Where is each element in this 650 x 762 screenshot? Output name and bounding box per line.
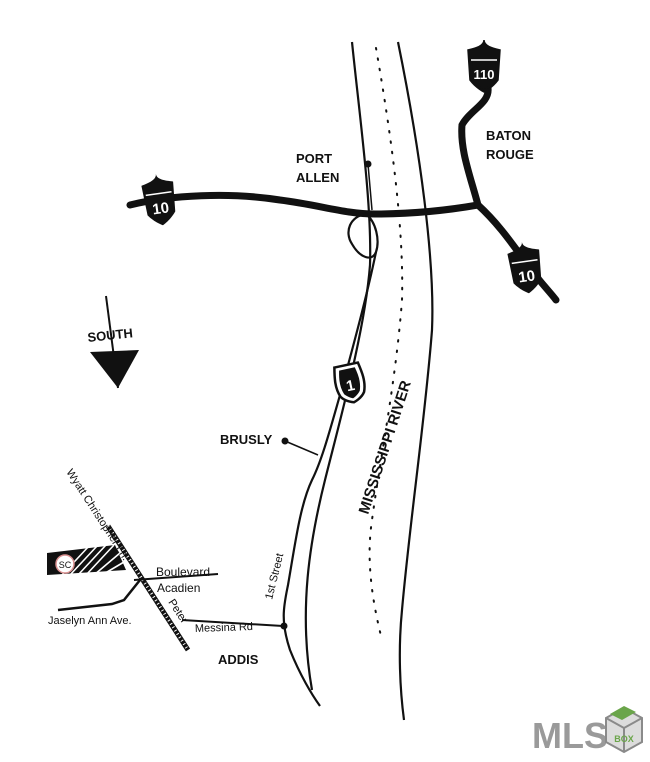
- railroad-ties: [106, 525, 190, 651]
- subdivision-badge-text: SC: [59, 560, 72, 570]
- boulevard-label: Boulevard: [156, 565, 210, 579]
- first-street-label: 1st Street: [263, 552, 286, 601]
- logo-mls-text: MLS: [532, 715, 608, 756]
- interstate-10-road: [126, 191, 482, 218]
- jaselyn-ann-ave-line: [57, 579, 141, 612]
- logo-box-letters: BOX: [614, 734, 634, 744]
- port-allen-leader: [367, 163, 373, 211]
- river-label: MISSISSIPPI RIVER: [356, 378, 415, 516]
- compass-arrow-icon: [90, 350, 139, 388]
- addis-label: ADDIS: [218, 652, 259, 667]
- compass-label: SOUTH: [87, 325, 134, 345]
- brusly-dot: [281, 437, 289, 445]
- port-allen-dot: [364, 160, 372, 168]
- river-centerline: [368, 47, 404, 641]
- messina-rd-label: Messina Rd: [195, 621, 253, 635]
- addis-dot: [280, 622, 288, 630]
- i10-west-shield-icon: 10: [141, 173, 176, 226]
- boulevard-acadien-line: [133, 573, 219, 581]
- jaselyn-ann-label: Jaselyn Ann Ave.: [48, 615, 132, 627]
- baton-rouge-label-2: ROUGE: [486, 147, 534, 162]
- subdivision-hatch: [61, 544, 125, 576]
- logo-box-icon: BOX: [605, 706, 643, 754]
- baton-rouge-label-1: BATON: [486, 128, 531, 143]
- i10-east-shield-icon: 10: [507, 241, 542, 294]
- mls-box-logo: MLS BOX: [532, 706, 643, 756]
- us1-number: 1: [345, 377, 357, 395]
- port-allen-label-1: PORT: [296, 151, 332, 166]
- messina-rd-line: [181, 619, 284, 627]
- acadien-label: Acadien: [157, 581, 200, 595]
- us-1-road: [282, 251, 378, 707]
- us1-shield-icon: 1: [333, 361, 366, 404]
- i110-number: 110: [474, 67, 495, 82]
- brusly-leader: [284, 440, 319, 456]
- i10-east-number: 10: [517, 267, 536, 286]
- interstate-110-road: [458, 84, 492, 209]
- river-east-bank: [396, 41, 434, 721]
- port-allen-label-2: ALLEN: [296, 170, 339, 185]
- i110-shield-icon: 110: [467, 39, 501, 93]
- interchange-loop: [347, 212, 379, 259]
- subdivision-badge: [55, 554, 75, 574]
- i10-west-number: 10: [151, 199, 170, 218]
- brusly-label: BRUSLY: [220, 432, 273, 447]
